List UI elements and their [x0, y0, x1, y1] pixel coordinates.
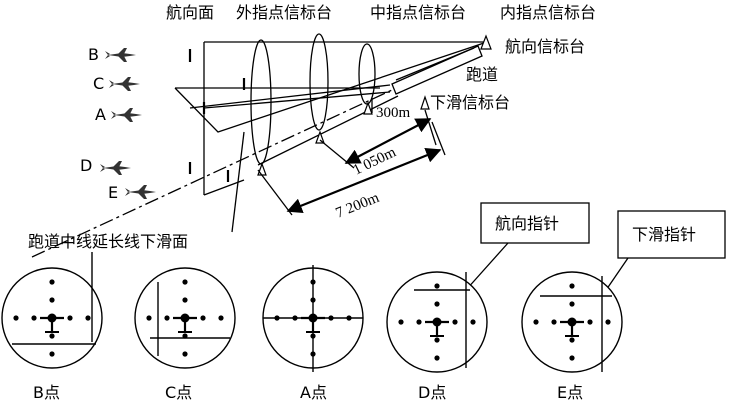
course-needle-label: 航向指针 — [495, 214, 559, 233]
glideslope-label: 下滑信标台 — [430, 93, 510, 112]
aircraft-b-icon — [105, 48, 136, 62]
glide-plane-leg — [231, 131, 245, 233]
scale-dot — [49, 297, 55, 303]
course-plane — [203, 41, 487, 195]
course-needle-leader — [465, 242, 509, 291]
scale-dot — [587, 319, 593, 325]
aircraft-a-icon — [111, 108, 142, 122]
beam-line-a — [189, 84, 391, 109]
indicator-b — [1, 252, 103, 369]
outer-marker-label: 外指点信标台 — [236, 3, 332, 22]
localizer-label: 航向信标台 — [505, 37, 585, 56]
dist-tick-4 — [257, 169, 293, 216]
runway-center — [395, 47, 475, 81]
scale-dot — [452, 319, 458, 325]
indicator-c-label: C点 — [165, 383, 192, 402]
scale-dot — [182, 351, 188, 357]
glide-needle-label: 下滑指针 — [632, 225, 696, 244]
scale-dot — [49, 351, 55, 357]
middle-marker-label: 中指点信标台 — [370, 3, 466, 22]
indicator-a — [262, 265, 364, 372]
scale-dot — [569, 283, 575, 289]
inner-marker-beam — [358, 43, 376, 105]
scale-dot — [67, 315, 73, 321]
scale-dot — [434, 301, 440, 307]
outer-marker-icon — [257, 162, 267, 176]
point-b-label: B — [88, 45, 99, 64]
dist-tick-5 — [431, 121, 446, 156]
scale-dot — [182, 279, 188, 285]
indicator-e-label: E点 — [557, 383, 583, 402]
scale-dot — [182, 297, 188, 303]
indicator-c — [134, 267, 236, 369]
scale-dot — [218, 315, 224, 321]
indicator-e — [521, 271, 623, 373]
scale-dot — [164, 315, 170, 321]
outer-marker-beam — [250, 39, 272, 165]
dist-tick-3 — [319, 139, 355, 169]
inner-marker-icon — [363, 101, 373, 115]
extended-centerline — [31, 89, 393, 258]
middle-marker-icon — [315, 130, 325, 144]
indicator-a-label: A点 — [300, 383, 327, 402]
glide-beam-line — [257, 95, 399, 166]
point-c-label: C — [93, 74, 104, 93]
glide-needle-callout — [617, 210, 726, 259]
course-needle-callout — [480, 202, 590, 244]
scale-dot — [569, 337, 575, 343]
indicator-d — [386, 271, 488, 373]
distance-300: 300m — [376, 105, 411, 121]
distance-1050: 1 050m — [351, 144, 399, 178]
scale-dot — [200, 315, 206, 321]
scale-dot — [533, 319, 539, 325]
scale-dot — [434, 355, 440, 361]
scale-dot — [49, 279, 55, 285]
glide-plane-label: 跑道中线延长线下滑面 — [28, 232, 188, 251]
scale-dot — [398, 319, 404, 325]
scale-dot — [31, 315, 37, 321]
aircraft-c-icon — [109, 77, 140, 91]
scale-dot — [146, 315, 152, 321]
scale-dot — [605, 319, 611, 325]
scale-dot — [416, 319, 422, 325]
glideslope-icon — [420, 95, 430, 110]
distance-7200: 7 200m — [334, 190, 382, 222]
inner-marker-label: 内指点信标台 — [500, 3, 596, 22]
localizer-icon — [480, 34, 492, 50]
scale-dot — [434, 283, 440, 289]
scale-dot — [13, 315, 19, 321]
indicator-row — [1, 252, 623, 373]
scale-dot — [434, 337, 440, 343]
point-a-label: A — [95, 105, 106, 124]
course-plane-label: 航向面 — [166, 3, 214, 22]
beam-line-a2 — [203, 91, 391, 109]
glide-plane — [174, 41, 488, 133]
aircraft-e-icon — [125, 185, 156, 199]
scale-dot — [85, 315, 91, 321]
scale-dot — [569, 301, 575, 307]
scale-dot — [551, 319, 557, 325]
point-e-label: E — [108, 183, 118, 202]
scale-dot — [49, 333, 55, 339]
scale-dot — [569, 355, 575, 361]
indicator-d-label: D点 — [418, 383, 446, 402]
aircraft-d-icon — [100, 161, 131, 175]
scale-dot — [470, 319, 476, 325]
point-d-label: D — [80, 156, 92, 175]
indicator-b-label: B点 — [33, 383, 60, 402]
runway-label: 跑道 — [466, 65, 498, 84]
middle-marker-beam — [309, 33, 329, 131]
arrow-7200 — [286, 148, 442, 213]
